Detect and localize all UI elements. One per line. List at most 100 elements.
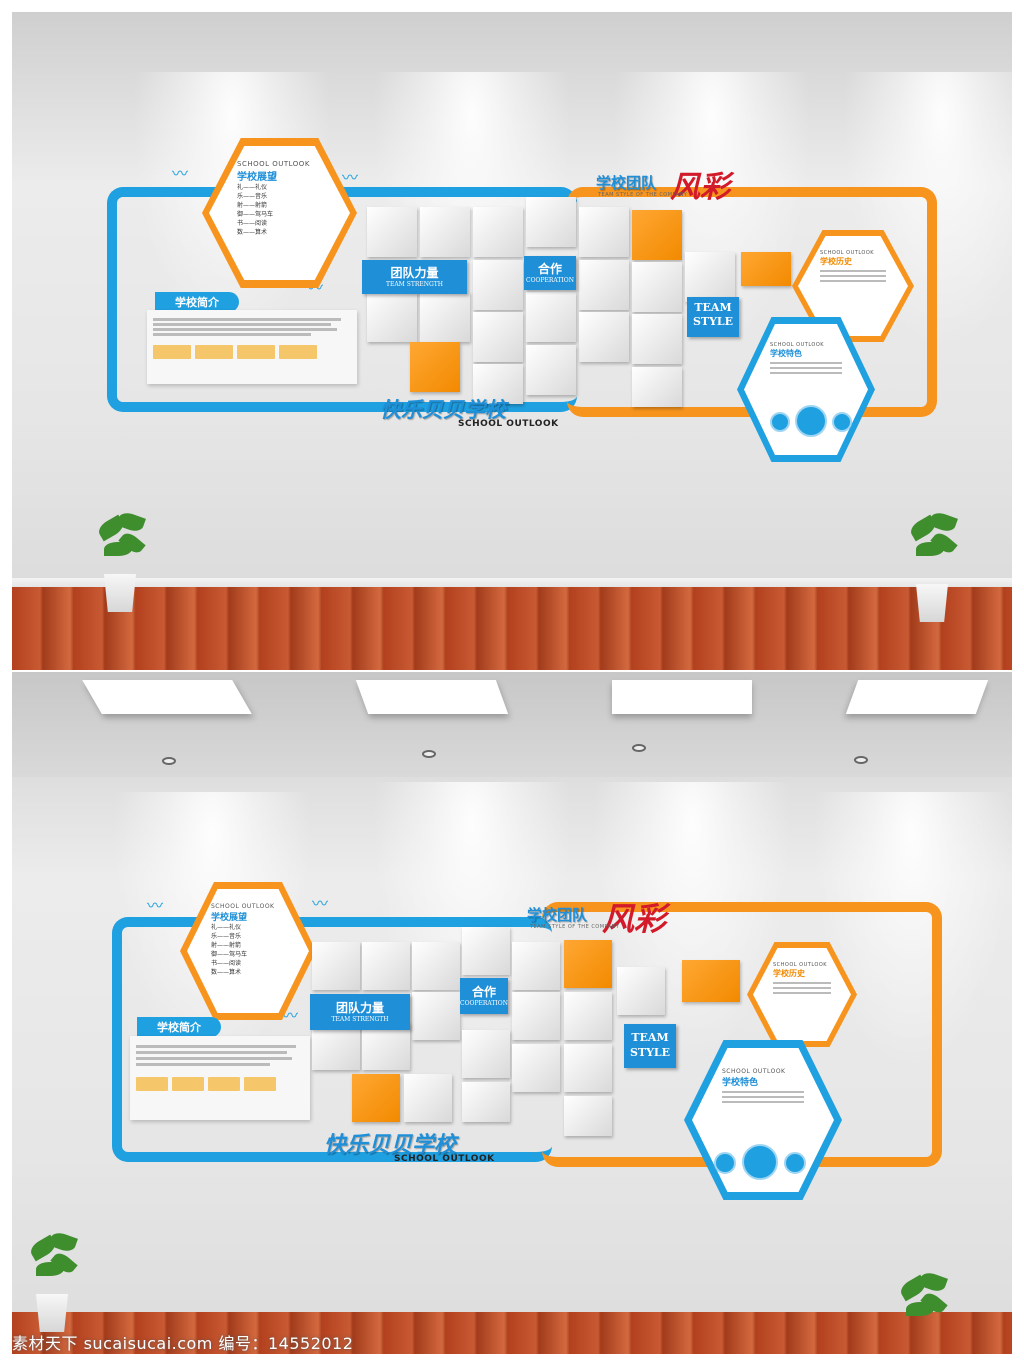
photo-tile-orange (741, 252, 791, 286)
slogan-sub: SCHOOL OUTLOOK (394, 1154, 495, 1164)
team-style-label: TEAM STYLE (687, 297, 739, 337)
cooperation-sub: COOPERATION (460, 1000, 508, 1007)
scene-bottom: 〰 〰 〰 SCHOOL OUTLOOK 学校展望 礼——礼仪 乐——音乐 射—… (12, 672, 1012, 1354)
photo-tile (367, 207, 417, 257)
photo-tile (420, 207, 470, 257)
wood-floor (12, 1312, 1012, 1354)
hex-line: 御——驾马车 (211, 951, 248, 958)
photo-tile (512, 942, 560, 990)
team-style-label: TEAM STYLE (624, 1024, 676, 1068)
title-sub: TEAM STYLE OF THE COMPANY (598, 192, 688, 198)
dot-decoration (832, 412, 852, 432)
cooperation-label: 合作 COOPERATION (524, 256, 576, 290)
photo-tile (526, 292, 576, 342)
blue-frame (112, 917, 552, 1162)
dot-decoration (795, 405, 827, 437)
hex-line: 乐——音乐 (237, 193, 268, 200)
hex-line: 乐——音乐 (211, 933, 242, 940)
slogan-sub: SCHOOL OUTLOOK (458, 419, 559, 429)
book-icon (153, 345, 191, 359)
hex-eyebrow: SCHOOL OUTLOOK (770, 342, 825, 348)
hex-line: 数——算术 (237, 229, 268, 236)
photo-tile (579, 260, 629, 310)
team-style-line2: STYLE (692, 315, 734, 328)
slogan-main: 快乐贝贝学校 (380, 398, 506, 422)
ceiling-light (845, 680, 989, 714)
book-icon (136, 1077, 168, 1091)
hex-line: 礼——礼仪 (237, 184, 268, 191)
scene-top: 〰 〰 〰 SCHOOL OUTLOOK 学校展望 礼——礼仪 乐——音乐 射—… (12, 12, 1012, 670)
book-icon (237, 345, 275, 359)
downlight (162, 757, 176, 765)
photo-tile-orange (352, 1074, 400, 1122)
team-strength-sub: TEAM STRENGTH (331, 1016, 389, 1023)
photo-tile-orange (564, 940, 612, 988)
hex-line: 书——阅读 (211, 960, 242, 967)
cooperation-sub: COOPERATION (526, 277, 574, 284)
photo-tile (526, 345, 576, 395)
team-style-line2: STYLE (629, 1046, 671, 1059)
team-strength-title: 团队力量 (390, 266, 439, 280)
photo-tile (632, 367, 682, 407)
team-strength-label: 团队力量 TEAM STRENGTH (362, 260, 467, 294)
photo-tile (473, 260, 523, 310)
hex-line: 书——阅读 (237, 220, 268, 227)
hex-eyebrow: SCHOOL OUTLOOK (722, 1068, 786, 1075)
hex-heading: 学校特色 (770, 349, 802, 358)
bird-icon: 〰 (342, 168, 359, 187)
photo-tile (512, 1044, 560, 1092)
cooperation-title: 合作 (537, 262, 562, 276)
photo-tile-orange (410, 342, 460, 392)
photo-tile (526, 197, 576, 247)
photo-tile (412, 942, 460, 990)
hex-eyebrow: SCHOOL OUTLOOK (237, 160, 310, 168)
photo-tile (579, 312, 629, 362)
dot-decoration (770, 412, 790, 432)
title-accent: 风彩 (670, 170, 730, 205)
hex-line: 御——驾马车 (237, 211, 274, 218)
downlight (854, 756, 868, 764)
wood-floor (12, 587, 1012, 670)
photo-tile (312, 942, 360, 990)
cooperation-title: 合作 (471, 985, 496, 999)
intro-panel (147, 310, 357, 384)
hex-heading: 学校历史 (820, 257, 852, 266)
hex-outlook: SCHOOL OUTLOOK 学校展望 礼——礼仪 乐——音乐 射——射箭 御—… (187, 889, 309, 1013)
potted-plant (892, 1270, 952, 1354)
hex-line: 射——射箭 (237, 202, 268, 209)
photo-tile (367, 292, 417, 342)
hex-line: 数——算术 (211, 969, 242, 976)
photo-tile (404, 1074, 452, 1122)
photo-tile (462, 1082, 510, 1122)
hex-line: 射——射箭 (211, 942, 242, 949)
book-icon (244, 1077, 276, 1091)
hex-heading: 学校特色 (722, 1078, 759, 1088)
photo-tile (632, 262, 682, 312)
photo-tile (412, 992, 460, 1040)
title-sub: TEAM STYLE OF THE COMPANY (530, 924, 620, 930)
photo-tile (579, 207, 629, 257)
photo-tile (473, 312, 523, 362)
book-icon (208, 1077, 240, 1091)
photo-tile (685, 252, 735, 302)
photo-tile-orange (682, 960, 740, 1002)
slogan-main: 快乐贝贝学校 (324, 1133, 457, 1158)
photo-tile (473, 364, 523, 404)
photo-tile (312, 1022, 360, 1070)
potted-plant (90, 510, 150, 612)
book-icon (195, 345, 233, 359)
dot-decoration (714, 1152, 736, 1174)
bird-icon: 〰 (172, 164, 189, 183)
photo-tile (617, 967, 665, 1015)
photo-tile (564, 1044, 612, 1092)
dot-decoration (784, 1152, 806, 1174)
team-strength-label: 团队力量 TEAM STRENGTH (310, 994, 410, 1030)
team-style-line1: TEAM (631, 1031, 669, 1044)
photo-tile (362, 1022, 410, 1070)
ceiling-light (612, 680, 752, 714)
title-main: 学校团队 (596, 174, 657, 192)
downlight (422, 750, 436, 758)
photo-tile (564, 992, 612, 1040)
photo-tile (512, 992, 560, 1040)
photo-tile (564, 1096, 612, 1136)
